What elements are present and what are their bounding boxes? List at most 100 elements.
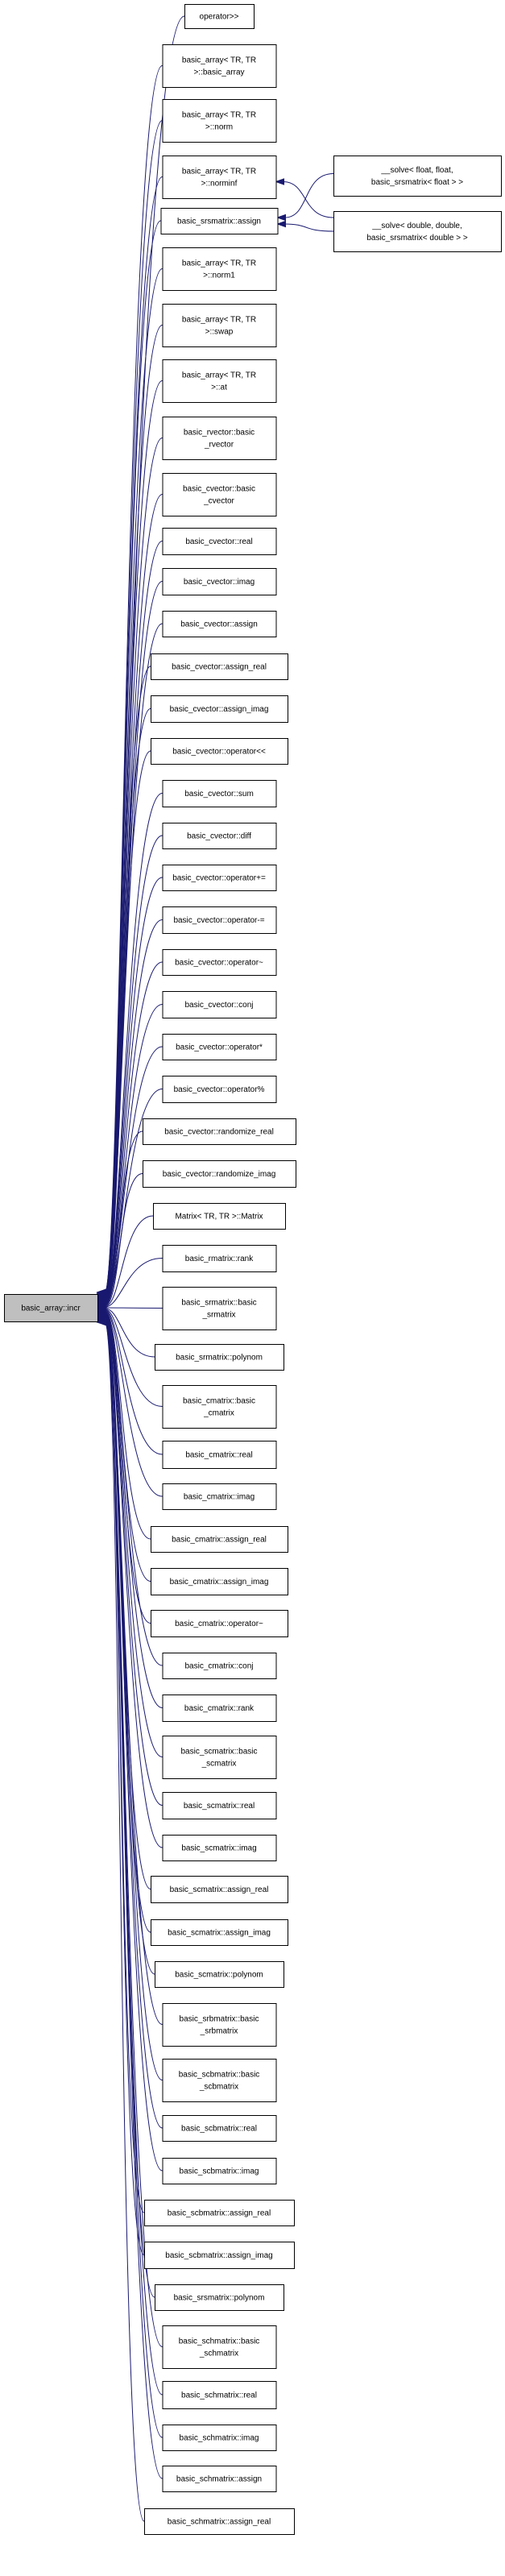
node-32[interactable]: basic_cmatrix::imag [162, 1483, 277, 1510]
node-29[interactable]: basic_srmatrix::polynom [155, 1344, 284, 1371]
node-42[interactable]: basic_scmatrix::assign_imag [151, 1919, 288, 1946]
node-37-label: basic_cmatrix::rank [184, 1704, 255, 1713]
node-30[interactable]: basic_cmatrix::basic_cmatrix [162, 1385, 277, 1429]
node-13-label: basic_cvector::assign_real [172, 662, 267, 671]
node-4-label: basic_srsmatrix::assign [177, 217, 261, 226]
node-28[interactable]: basic_srmatrix::basic_srmatrix [162, 1287, 277, 1330]
node-5-box [162, 247, 277, 291]
edge-to-root-13 [104, 666, 151, 1300]
node-20[interactable]: basic_cvector::operator~ [162, 949, 277, 976]
node-5-label: >::norm1 [203, 271, 235, 280]
node-38[interactable]: basic_scmatrix::basic_scmatrix [162, 1736, 277, 1779]
edge-to-root-32 [104, 1309, 163, 1497]
edge-solve-double-to-assign [284, 223, 334, 232]
node-22[interactable]: basic_cvector::operator* [162, 1034, 277, 1060]
node-43-label: basic_scmatrix::polynom [175, 1970, 263, 1979]
node-54[interactable]: basic_schmatrix::assign [162, 2466, 277, 2492]
node-32-box [162, 1483, 277, 1510]
edge-to-root-26 [104, 1215, 154, 1308]
node-14[interactable]: basic_cvector::assign_imag [151, 695, 288, 723]
node-right-1[interactable]: __solve< double, double,basic_srsmatrix<… [333, 211, 502, 252]
node-8[interactable]: basic_rvector::basic_rvector [162, 417, 277, 460]
node-45[interactable]: basic_scbmatrix::basic_scbmatrix [162, 2059, 277, 2102]
node-41[interactable]: basic_scmatrix::assign_real [151, 1876, 288, 1903]
edge-to-root-21 [104, 1004, 163, 1305]
node-39[interactable]: basic_scmatrix::real [162, 1792, 277, 1819]
node-5[interactable]: basic_array< TR, TR>::norm1 [162, 247, 277, 291]
node-right-1-label: basic_srsmatrix< double > > [366, 234, 468, 243]
node-23[interactable]: basic_cvector::operator% [162, 1076, 277, 1103]
node-8-label: basic_rvector::basic [184, 428, 255, 437]
edge-to-root-55 [104, 1321, 145, 2522]
call-graph-edges [96, 15, 334, 2522]
node-40[interactable]: basic_scmatrix::imag [162, 1835, 277, 1861]
node-3-label: >::norminf [201, 179, 238, 188]
node-6[interactable]: basic_array< TR, TR>::swap [162, 304, 277, 347]
node-19[interactable]: basic_cvector::operator-= [162, 906, 277, 934]
node-43[interactable]: basic_scmatrix::polynom [155, 1961, 284, 1988]
node-44[interactable]: basic_srbmatrix::basic_srbmatrix [162, 2003, 277, 2047]
node-49[interactable]: basic_scbmatrix::assign_imag [144, 2242, 295, 2269]
node-10[interactable]: basic_cvector::real [162, 528, 277, 555]
node-5-label: basic_array< TR, TR [182, 259, 256, 268]
node-7[interactable]: basic_array< TR, TR>::at [162, 359, 277, 403]
node-51-label: _schmatrix [199, 2349, 238, 2358]
node-9[interactable]: basic_cvector::basic_cvector [162, 473, 277, 516]
node-46[interactable]: basic_scbmatrix::real [162, 2115, 277, 2142]
edge-to-root-36 [104, 1311, 163, 1666]
node-10-box [162, 528, 277, 555]
node-21[interactable]: basic_cvector::conj [162, 991, 277, 1018]
node-53[interactable]: basic_schmatrix::imag [162, 2425, 277, 2451]
node-2-label: >::norm [205, 122, 233, 131]
node-15[interactable]: basic_cvector::operator<< [151, 738, 288, 765]
node-12[interactable]: basic_cvector::assign [162, 611, 277, 637]
node-1[interactable]: basic_array< TR, TR>::basic_array [162, 44, 277, 88]
node-17[interactable]: basic_cvector::diff [162, 823, 277, 849]
node-33[interactable]: basic_cmatrix::assign_real [151, 1526, 288, 1553]
node-50[interactable]: basic_srsmatrix::polynom [155, 2284, 284, 2311]
node-25[interactable]: basic_cvector::randomize_imag [143, 1160, 296, 1188]
node-26[interactable]: Matrix< TR, TR >::Matrix [153, 1203, 286, 1230]
node-2[interactable]: basic_array< TR, TR>::norm [162, 99, 277, 143]
node-30-box [162, 1385, 277, 1429]
node-3[interactable]: basic_array< TR, TR>::norminf [162, 156, 277, 199]
node-38-box [162, 1736, 277, 1779]
node-root[interactable]: basic_array::incr [4, 1294, 98, 1322]
node-11[interactable]: basic_cvector::imag [162, 568, 277, 595]
node-51-box [162, 2325, 277, 2369]
node-16[interactable]: basic_cvector::sum [162, 780, 277, 807]
node-35-box [151, 1610, 288, 1637]
node-47[interactable]: basic_scbmatrix::imag [162, 2158, 277, 2184]
node-22-label: basic_cvector::operator* [176, 1043, 263, 1052]
node-52[interactable]: basic_schmatrix::real [162, 2381, 277, 2409]
node-48-label: basic_scbmatrix::assign_real [168, 2209, 271, 2217]
node-48[interactable]: basic_scbmatrix::assign_real [144, 2200, 295, 2226]
node-55-label: basic_schmatrix::assign_real [168, 2517, 271, 2526]
node-31[interactable]: basic_cmatrix::real [162, 1441, 277, 1469]
node-18[interactable]: basic_cvector::operator+= [162, 865, 277, 891]
node-6-label: >::swap [205, 327, 234, 336]
node-1-label: basic_array< TR, TR [182, 56, 256, 64]
node-25-label: basic_cvector::randomize_imag [163, 1170, 276, 1179]
node-35[interactable]: basic_cmatrix::operator~ [151, 1610, 288, 1637]
node-24[interactable]: basic_cvector::randomize_real [143, 1118, 296, 1145]
node-27[interactable]: basic_rmatrix::rank [162, 1245, 277, 1272]
node-right-0[interactable]: __solve< float, float,basic_srsmatrix< f… [333, 156, 502, 197]
node-31-label: basic_cmatrix::real [185, 1450, 252, 1459]
node-4[interactable]: basic_srsmatrix::assign [160, 208, 279, 234]
node-11-box [162, 568, 277, 595]
node-55-box [144, 2508, 295, 2535]
node-0[interactable]: operator>> [184, 4, 255, 29]
node-47-label: basic_scbmatrix::imag [180, 2167, 259, 2176]
node-17-label: basic_cvector::diff [187, 832, 251, 840]
node-13[interactable]: basic_cvector::assign_real [151, 653, 288, 680]
node-55[interactable]: basic_schmatrix::assign_real [144, 2508, 295, 2535]
node-24-box [143, 1118, 296, 1145]
node-36[interactable]: basic_cmatrix::conj [162, 1653, 277, 1679]
call-graph-nodes: operator>>basic_array< TR, TR>::basic_ar… [4, 4, 502, 2535]
node-34[interactable]: basic_cmatrix::assign_imag [151, 1568, 288, 1595]
node-45-label: _scbmatrix [199, 2082, 238, 2091]
node-51[interactable]: basic_schmatrix::basic_schmatrix [162, 2325, 277, 2369]
node-37[interactable]: basic_cmatrix::rank [162, 1695, 277, 1722]
